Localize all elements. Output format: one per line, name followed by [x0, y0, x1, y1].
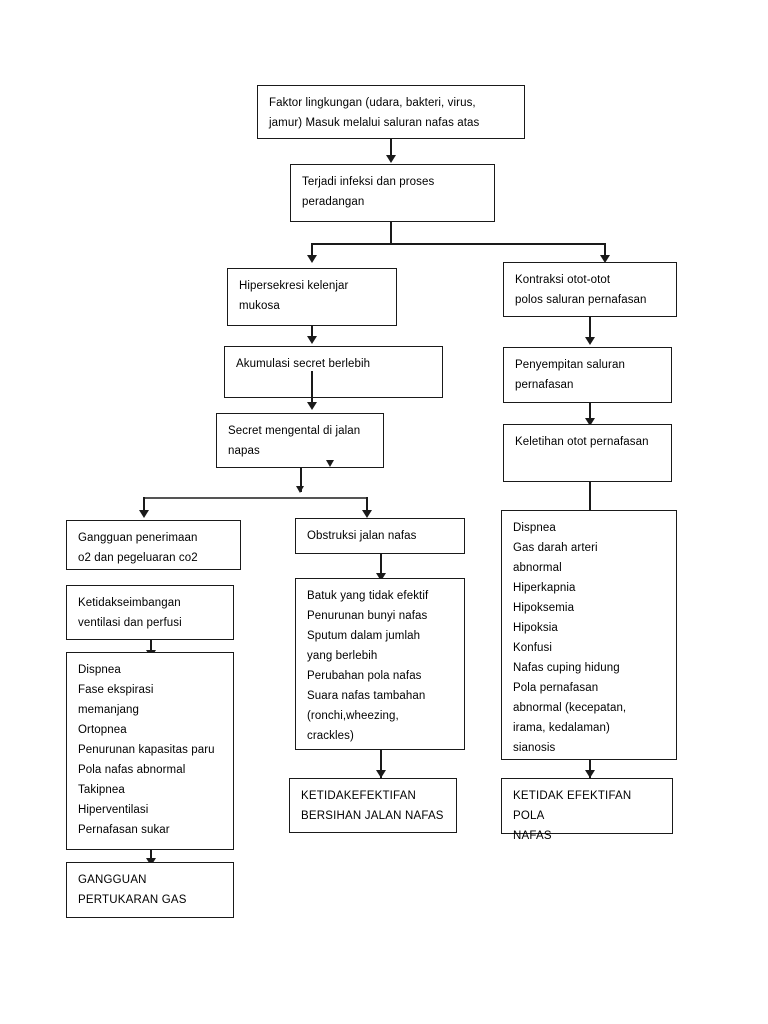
node-ketidakseimbangan: Ketidakseimbangan ventilasi dan perfusi — [66, 585, 234, 640]
connector-n11-n16 — [589, 760, 591, 778]
arrowhead-n10-n13 — [376, 573, 386, 581]
connector-n10-n13 — [380, 554, 382, 581]
connector-n7-stem — [300, 468, 302, 492]
node-faktor-lingkungan: Faktor lingkungan (udara, bakteri, virus… — [257, 85, 525, 139]
connector-branch-mid-horizontal-left — [143, 497, 301, 499]
node-gangguan-pertukaran-gas: GANGGUAN PERTUKARAN GAS — [66, 862, 234, 918]
node-batuk-list: Batuk yang tidak efektif Penurunan bunyi… — [295, 578, 465, 750]
arrowhead-mid-n9 — [139, 510, 149, 518]
arrowhead-n3-n5 — [307, 336, 317, 344]
arrowhead-mid-n10 — [362, 510, 372, 518]
node-secret-mengental: Secret mengental di jalan napas — [216, 413, 384, 468]
arrowhead-n7-inner — [326, 460, 334, 467]
connector-branch-to-n4 — [604, 243, 606, 261]
connector-n3-n5 — [311, 326, 313, 342]
arrowhead-n4-n6 — [585, 337, 595, 345]
node-kontraksi-otot: Kontraksi otot-otot polos saluran pernaf… — [503, 262, 677, 317]
node-dispnea-list-right: Dispnea Gas darah arteri abnormal Hiperk… — [501, 510, 677, 760]
arrowhead-n2-n3 — [307, 255, 317, 263]
connector-n6-n8 — [589, 403, 591, 425]
node-ketidakefektifan-bersihan-jalan-nafas: KETIDAKEFEKTIFAN BERSIHAN JALAN NAFAS — [289, 778, 457, 833]
node-hipersekresi-kelenjar: Hipersekresi kelenjar mukosa — [227, 268, 397, 326]
arrowhead-n7-stem — [296, 486, 304, 493]
connector-branch-mid-horizontal-right — [301, 497, 367, 499]
node-terjadi-infeksi: Terjadi infeksi dan proses peradangan — [290, 164, 495, 222]
arrowhead-n11-n16 — [585, 770, 595, 778]
connector-n5-n7 — [311, 371, 313, 408]
connector-n4-n6 — [589, 317, 591, 343]
node-keletihan-otot: Keletihan otot pernafasan — [503, 424, 672, 482]
arrowhead-n13-n15 — [376, 770, 386, 778]
connector-n13-n15 — [380, 750, 382, 778]
connector-branch-top-horizontal — [311, 243, 606, 245]
connector-n2-stem — [390, 222, 392, 244]
connector-n1-n2 — [390, 139, 392, 161]
node-dispnea-list-left: Dispnea Fase ekspirasi memanjang Ortopne… — [66, 652, 234, 850]
node-gangguan-penerimaan: Gangguan penerimaan o2 dan pegeluaran co… — [66, 520, 241, 570]
connector-n12-n14 — [150, 640, 152, 658]
connector-branch-to-n3 — [311, 243, 313, 261]
connector-branch-mid-to-n9 — [143, 497, 145, 516]
node-penyempitan-saluran: Penyempitan saluran pernafasan — [503, 347, 672, 403]
arrowhead-n1-n2 — [386, 155, 396, 163]
arrowhead-n6-n8 — [585, 418, 595, 426]
node-ketidak-efektifan-pola-nafas: KETIDAK EFEKTIFAN POLA NAFAS — [501, 778, 673, 842]
arrowhead-n5-n7 — [307, 402, 317, 410]
node-akumulasi-secret: Akumulasi secret berlebih — [224, 346, 443, 398]
arrowhead-n2-n4 — [600, 255, 610, 263]
connector-branch-mid-to-n10 — [366, 497, 368, 516]
node-obstruksi-jalan-nafas: Obstruksi jalan nafas — [295, 518, 465, 554]
connector-n8-n11 — [589, 482, 591, 518]
